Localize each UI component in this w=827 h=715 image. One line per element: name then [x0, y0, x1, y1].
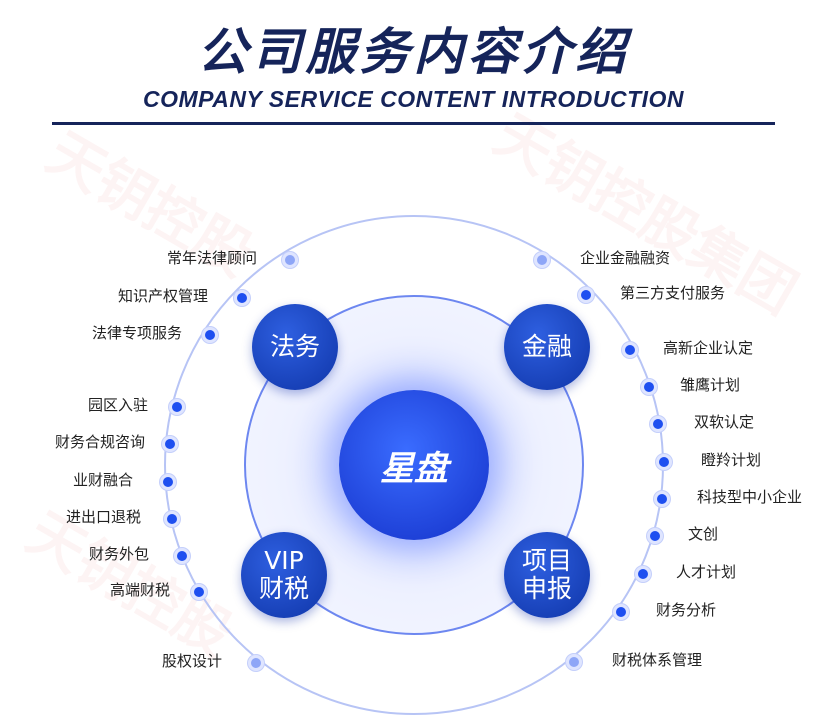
left-item: 业财融合: [72, 471, 133, 489]
left-item: 财务外包: [88, 545, 149, 563]
dot-icon: [234, 290, 250, 306]
dot-icon: [191, 584, 207, 600]
right-item: 人才计划: [676, 563, 737, 581]
bubble-project[interactable]: 项目申报: [504, 532, 590, 618]
dot-icon: [169, 399, 185, 415]
dot-icon: [164, 511, 180, 527]
bubble-label: VIP: [264, 546, 304, 575]
dot-icon: [162, 436, 178, 452]
left-item: 高端财税: [109, 581, 170, 599]
left-item: 园区入驻: [87, 396, 148, 414]
left-item: 知识产权管理: [117, 287, 208, 305]
page-title: 公司服务内容介绍: [197, 23, 630, 81]
center-core: 星盘: [339, 390, 489, 540]
dot-icon: [613, 604, 629, 620]
dot-icon: [654, 491, 670, 507]
dot-icon: [174, 548, 190, 564]
left-item: 股权设计: [161, 652, 222, 670]
dot-icon: [656, 454, 672, 470]
left-item: 进出口退税: [65, 508, 141, 526]
right-item: 企业金融融资: [580, 249, 671, 267]
left-item: 财务合规咨询: [54, 433, 145, 451]
dot-icon: [635, 566, 651, 582]
dot-icon: [566, 654, 582, 670]
right-item: 雏鹰计划: [680, 376, 741, 394]
dot-icon: [622, 342, 638, 358]
bubble-label: 项目: [521, 546, 572, 575]
bubble-label: 金融: [521, 332, 572, 361]
page-subtitle: COMPANY SERVICE CONTENT INTRODUCTION: [142, 86, 685, 112]
dot-icon: [534, 252, 550, 268]
dot-icon: [641, 379, 657, 395]
right-item: 第三方支付服务: [620, 284, 726, 302]
dot-icon: [650, 416, 666, 432]
right-item: 财税体系管理: [612, 651, 703, 669]
dot-icon: [578, 287, 594, 303]
right-item: 高新企业认定: [663, 339, 754, 357]
left-item: 常年法律顾问: [166, 249, 257, 267]
right-item: 科技型中小企业: [697, 488, 803, 506]
right-item: 财务分析: [656, 601, 717, 619]
left-item: 法律专项服务: [91, 324, 182, 342]
bubble-finance[interactable]: 金融: [504, 304, 590, 390]
right-item: 瞪羚计划: [701, 451, 762, 469]
dot-icon: [160, 474, 176, 490]
right-item: 文创: [688, 525, 719, 543]
dot-icon: [202, 327, 218, 343]
dot-icon: [647, 528, 663, 544]
dot-icon: [248, 655, 264, 671]
title-divider: [52, 122, 775, 125]
bubble-label: 法务: [269, 332, 320, 361]
bubble-legal[interactable]: 法务: [252, 304, 338, 390]
bubble-label: 申报: [521, 574, 572, 603]
bubble-label: 财税: [258, 574, 309, 603]
dot-icon: [282, 252, 298, 268]
right-item: 双软认定: [694, 413, 755, 431]
